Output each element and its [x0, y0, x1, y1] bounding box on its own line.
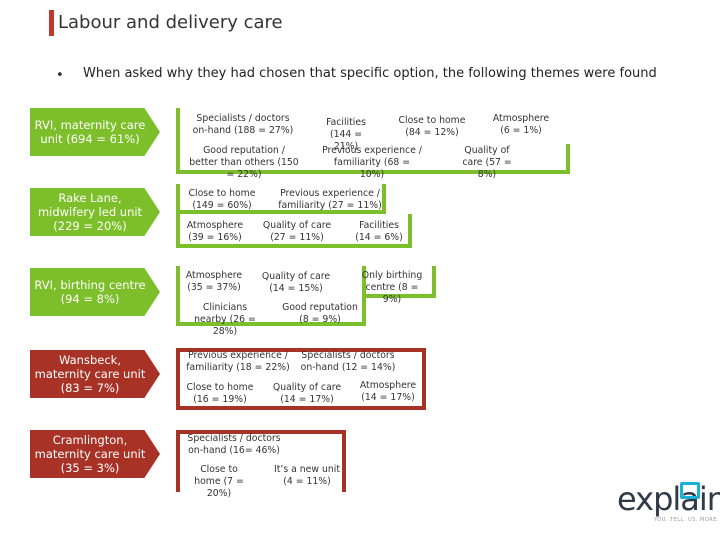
option-label: RVI, birthing centre (94 = 8%) — [34, 278, 146, 306]
theme-item: Facilities (14 = 6%) — [355, 220, 403, 243]
theme-item: Close to home (149 = 60%) — [188, 188, 256, 211]
option-arrow-cramlington: Cramlington, maternity care unit (35 = 3… — [30, 430, 160, 478]
bracket-rvi-maternity-right — [430, 144, 570, 174]
theme-item: Atmosphere (35 = 37%) — [185, 270, 243, 293]
speech-bubble-icon — [680, 482, 700, 499]
bracket-rvi-birthing-right — [362, 266, 436, 298]
logo-tagline: YOU. TELL. US. MORE. — [654, 517, 720, 523]
theme-item: Close to home (16 = 19%) — [186, 382, 254, 405]
title-accent-bar — [49, 10, 54, 36]
theme-item: Quality of care (27 = 11%) — [262, 220, 332, 243]
page-title: Labour and delivery care — [58, 12, 283, 33]
theme-item: Previous experience / familiarity (27 = … — [278, 188, 382, 211]
option-label: Wansbeck, maternity care unit (83 = 7%) — [34, 353, 146, 395]
option-arrow-rvi-maternity: RVI, maternity care unit (694 = 61%) — [30, 108, 160, 156]
option-label: RVI, maternity care unit (694 = 61%) — [34, 118, 146, 146]
theme-item: Quality of care (14 = 15%) — [261, 271, 331, 294]
explain-logo: explain — [617, 480, 720, 518]
page-subtitle: When asked why they had chosen that spec… — [83, 66, 657, 81]
option-arrow-rake-lane: Rake Lane, midwifery led unit (229 = 20%… — [30, 188, 160, 236]
theme-item: Atmosphere (6 = 1%) — [492, 113, 550, 136]
theme-item: Quality of care (57 = 8%) — [462, 145, 512, 180]
theme-item: Close to home (7 = 20%) — [194, 464, 244, 499]
bracket-rake-lane-bottom — [176, 214, 412, 248]
theme-item: It’s a new unit (4 = 11%) — [274, 464, 340, 487]
theme-item: Clinicians nearby (26 = 28%) — [194, 302, 256, 337]
theme-item: Quality of care (14 = 17%) — [272, 382, 342, 405]
theme-item: Atmosphere (14 = 17%) — [359, 380, 417, 403]
bracket-rake-lane-top — [176, 184, 386, 214]
option-arrow-wansbeck: Wansbeck, maternity care unit (83 = 7%) — [30, 350, 160, 398]
option-label: Cramlington, maternity care unit (35 = 3… — [34, 433, 146, 475]
theme-item: Previous experience / familiarity (68 = … — [322, 145, 422, 180]
theme-item: Previous experience / familiarity (18 = … — [186, 350, 290, 373]
bullet-marker: • — [56, 68, 64, 83]
theme-item: Specialists / doctors on-hand (12 = 14%) — [300, 350, 396, 373]
option-label: Rake Lane, midwifery led unit (229 = 20%… — [37, 191, 143, 233]
bracket-rvi-maternity — [176, 108, 566, 174]
theme-item: Only birthing centre (8 = 9%) — [361, 270, 423, 305]
theme-item: Close to home (84 = 12%) — [398, 115, 466, 138]
theme-item: Atmosphere (39 = 16%) — [186, 220, 244, 243]
theme-item: Specialists / doctors on-hand (16= 46%) — [187, 433, 281, 456]
option-arrow-rvi-birthing: RVI, birthing centre (94 = 8%) — [30, 268, 160, 316]
theme-item: Facilities (144 = 21%) — [326, 117, 366, 152]
theme-item: Good reputation (8 = 9%) — [282, 302, 358, 325]
bracket-wansbeck — [176, 348, 426, 410]
theme-item: Good reputation / better than others (15… — [189, 145, 299, 180]
theme-item: Specialists / doctors on-hand (188 = 27%… — [192, 113, 294, 136]
bracket-cramlington — [176, 430, 346, 492]
